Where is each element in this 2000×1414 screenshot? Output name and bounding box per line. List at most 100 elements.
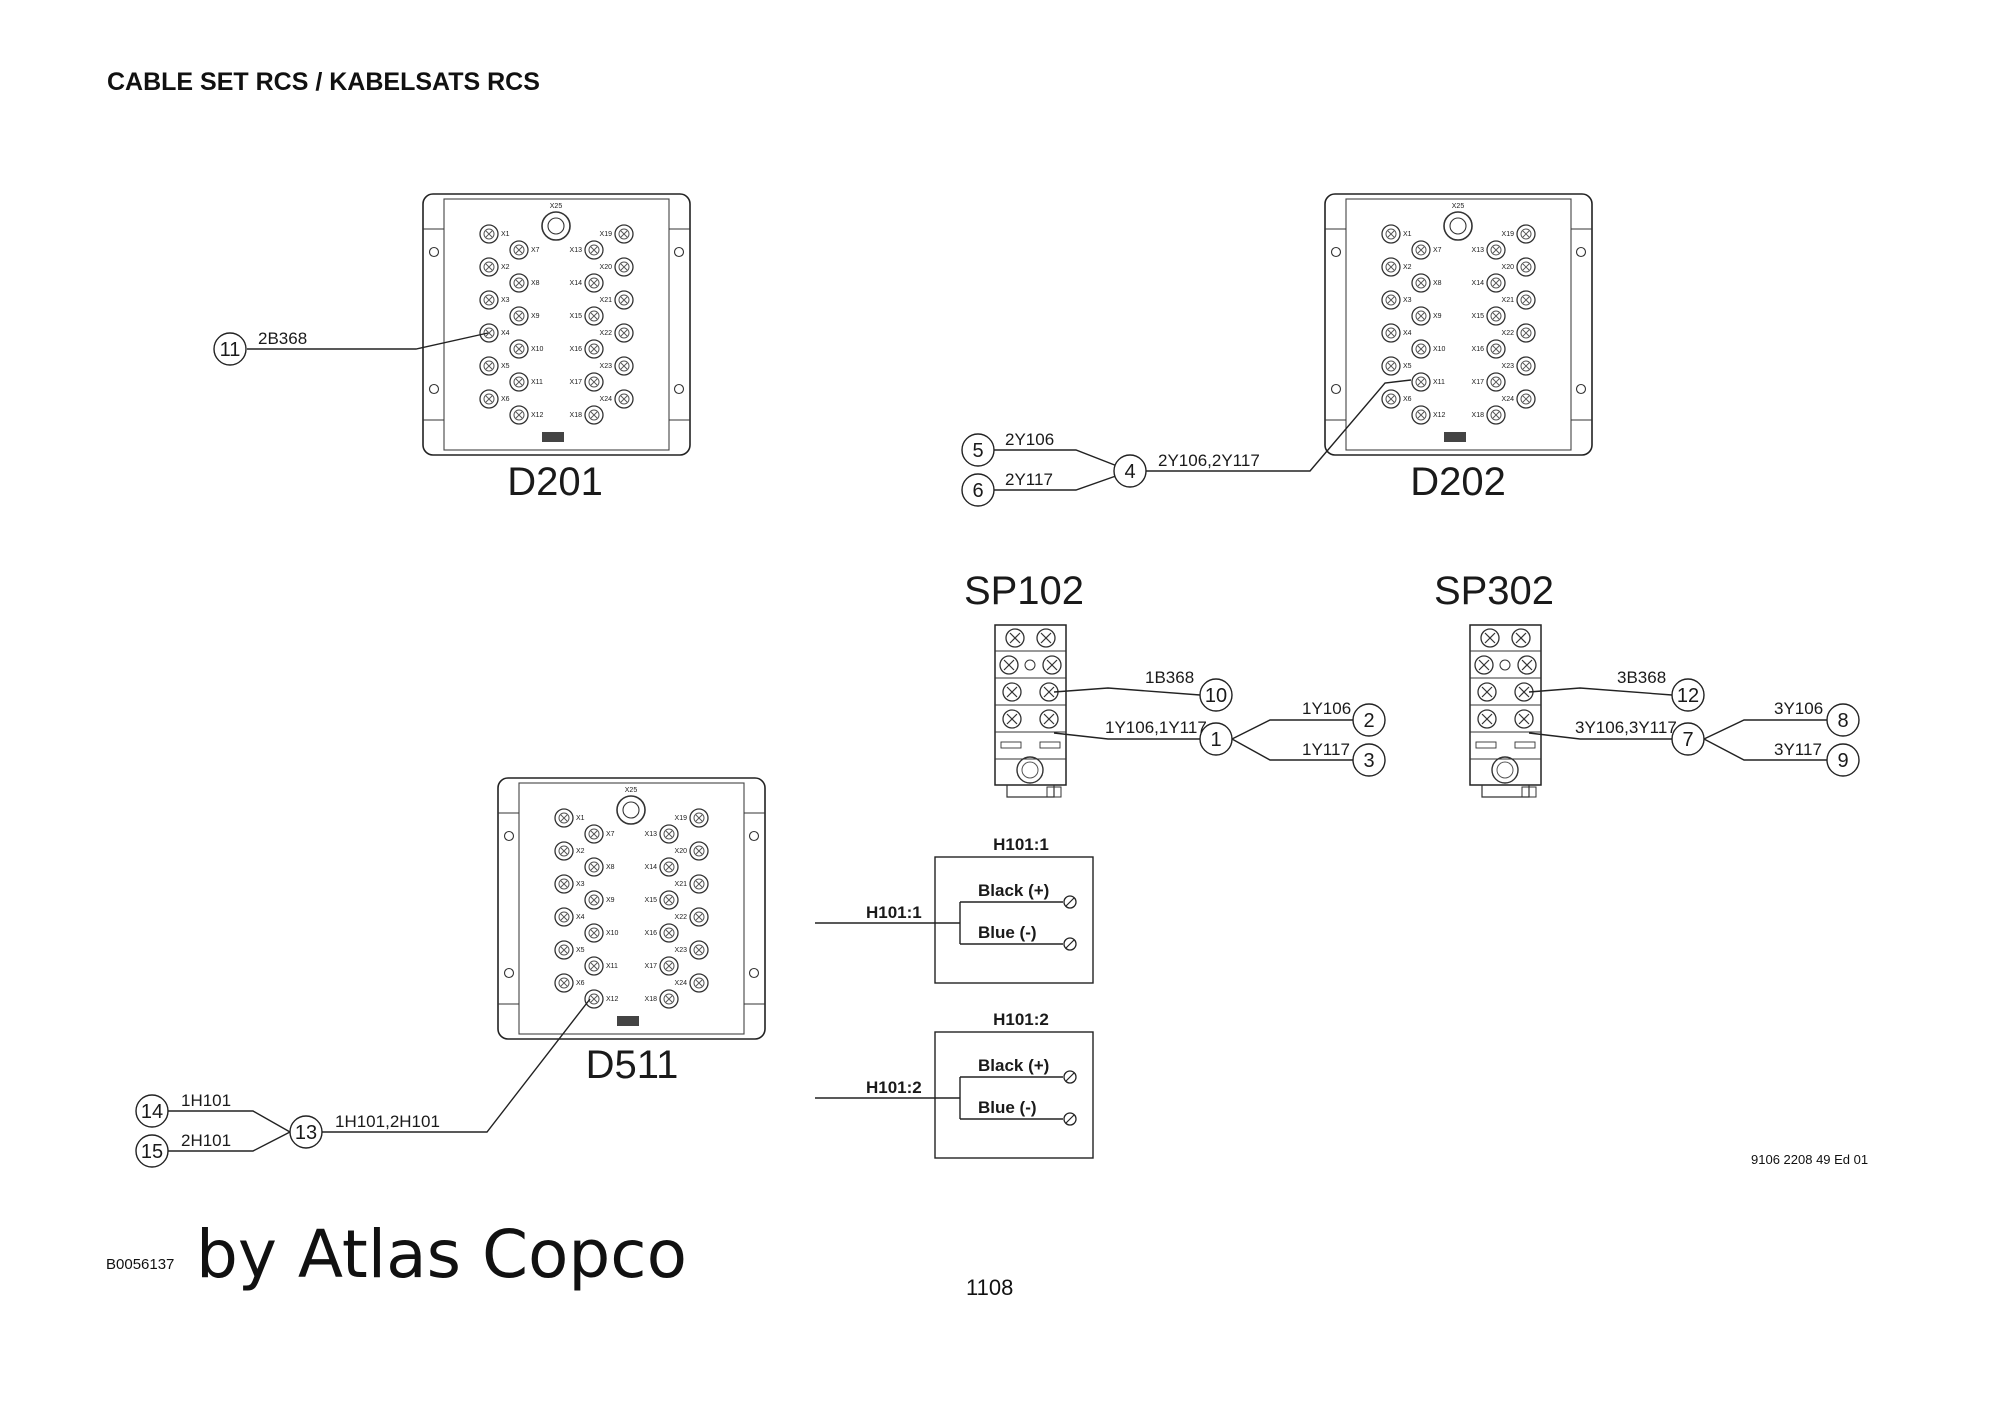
port-label: X6 <box>501 396 510 403</box>
port-label: X12 <box>531 412 544 419</box>
port-label: X12 <box>606 996 619 1003</box>
cable-label: 2Y106 <box>1005 430 1054 449</box>
balloon-10 <box>1199 678 1233 712</box>
port-label: X16 <box>570 346 583 353</box>
cable-label: 1Y117 <box>1302 740 1350 759</box>
port-label: X5 <box>1403 363 1412 370</box>
balloon-13 <box>289 1115 323 1149</box>
balloon-14-number: 14 <box>141 1101 163 1123</box>
balloon-11-number: 11 <box>220 339 241 361</box>
image-code: B0056137 <box>106 1256 175 1273</box>
module-d201: D201 <box>423 194 690 504</box>
cable-7: 7 8 9 3Y106,3Y117 3Y106 3Y117 <box>1528 699 1860 777</box>
balloon-2 <box>1352 703 1386 737</box>
port-label: X11 <box>531 379 543 386</box>
lamp-h101-2: H101:2 H101:2 Black (+) Blue (-) <box>815 1010 1094 1159</box>
port-label: X22 <box>675 914 688 921</box>
balloon-6-number: 6 <box>972 480 983 502</box>
cable-label: 3Y106 <box>1774 699 1823 718</box>
module-label-d511: D511 <box>586 1043 679 1087</box>
port-label: X13 <box>645 831 658 838</box>
port-label: X18 <box>645 996 658 1003</box>
balloon-11 <box>213 332 247 366</box>
balloon-12 <box>1671 678 1705 712</box>
cable-4: 5 6 4 2Y106 2Y117 2Y106,2Y117 <box>961 379 1412 507</box>
balloon-15-number: 15 <box>141 1141 163 1163</box>
module-label-d202: D202 <box>1410 460 1506 504</box>
cable-label: 2B368 <box>258 329 307 348</box>
port-label: X18 <box>1472 412 1485 419</box>
cable-10: 10 1B368 <box>1053 668 1233 712</box>
port-label: X10 <box>531 346 544 353</box>
port-label: X14 <box>645 864 658 871</box>
cable-label: 1H101,2H101 <box>335 1112 440 1131</box>
balloon-1 <box>1199 722 1233 756</box>
port-label: X2 <box>501 264 510 271</box>
brand-text: by Atlas Copco <box>196 1216 687 1293</box>
module-label-d201: D201 <box>507 460 603 504</box>
balloon-8-number: 8 <box>1837 710 1848 732</box>
port-label: X9 <box>1433 313 1442 320</box>
port-label: X25 <box>550 203 563 210</box>
port-label: X19 <box>675 815 688 822</box>
splitter-sp102: SP102 <box>964 569 1084 797</box>
port-label: X21 <box>1502 297 1515 304</box>
balloon-3 <box>1352 743 1386 777</box>
port-label: X4 <box>501 330 510 337</box>
pin-plus-label: Black (+) <box>978 1056 1049 1075</box>
port-label: X20 <box>1502 264 1515 271</box>
balloon-6 <box>961 473 995 507</box>
balloon-15 <box>135 1134 169 1168</box>
balloon-9 <box>1826 743 1860 777</box>
port-label: X2 <box>576 848 585 855</box>
port-label: X17 <box>1472 379 1485 386</box>
lamp-title: H101:2 <box>993 1010 1049 1029</box>
port-label: X17 <box>645 963 658 970</box>
port-label: X15 <box>1472 313 1485 320</box>
balloon-2-number: 2 <box>1363 710 1374 732</box>
cable-label: 1Y106,1Y117 <box>1105 718 1207 737</box>
port-label: X14 <box>1472 280 1485 287</box>
port-label: X23 <box>675 947 688 954</box>
page-title: CABLE SET RCS / KABELSATS RCS <box>107 68 540 96</box>
cable-1: 1 2 3 1Y106,1Y117 1Y106 1Y117 <box>1053 699 1386 777</box>
page-number: 1108 <box>966 1275 1014 1300</box>
cable-label: 3Y106,3Y117 <box>1575 718 1677 737</box>
balloon-5 <box>961 433 995 467</box>
drawing-reference: 9106 2208 49 Ed 01 <box>1751 1152 1869 1167</box>
balloon-7 <box>1671 722 1705 756</box>
port-label: X11 <box>1433 379 1445 386</box>
port-label: X19 <box>600 231 613 238</box>
port-label: X16 <box>1472 346 1485 353</box>
port-label: X3 <box>576 881 585 888</box>
module-d511: D511 <box>498 778 765 1087</box>
port-label: X10 <box>1433 346 1446 353</box>
port-label: X7 <box>531 247 540 254</box>
cable-label: 1Y106 <box>1302 699 1351 718</box>
port-label: X1 <box>1403 231 1412 238</box>
port-label: X24 <box>675 980 688 987</box>
cable-label: 1B368 <box>1145 668 1194 687</box>
port-label: X10 <box>606 930 619 937</box>
port-label: X11 <box>606 963 618 970</box>
port-label: X5 <box>576 947 585 954</box>
port-label: X6 <box>576 980 585 987</box>
port-label: X19 <box>1502 231 1515 238</box>
balloon-3-number: 3 <box>1363 750 1374 772</box>
port-label: X7 <box>1433 247 1442 254</box>
port-label: X25 <box>1452 203 1465 210</box>
port-label: X20 <box>675 848 688 855</box>
pin-minus-label: Blue (-) <box>978 923 1037 942</box>
port-label: X21 <box>675 881 688 888</box>
balloon-7-number: 7 <box>1682 729 1693 751</box>
port-label: X15 <box>645 897 658 904</box>
port-label: X1 <box>576 815 585 822</box>
port-label: X18 <box>570 412 583 419</box>
port-label: X5 <box>501 363 510 370</box>
port-label: X14 <box>570 280 583 287</box>
port-label: X17 <box>570 379 583 386</box>
port-label: X3 <box>501 297 510 304</box>
cable-label: 2Y106,2Y117 <box>1158 451 1260 470</box>
port-label: X24 <box>1502 396 1515 403</box>
